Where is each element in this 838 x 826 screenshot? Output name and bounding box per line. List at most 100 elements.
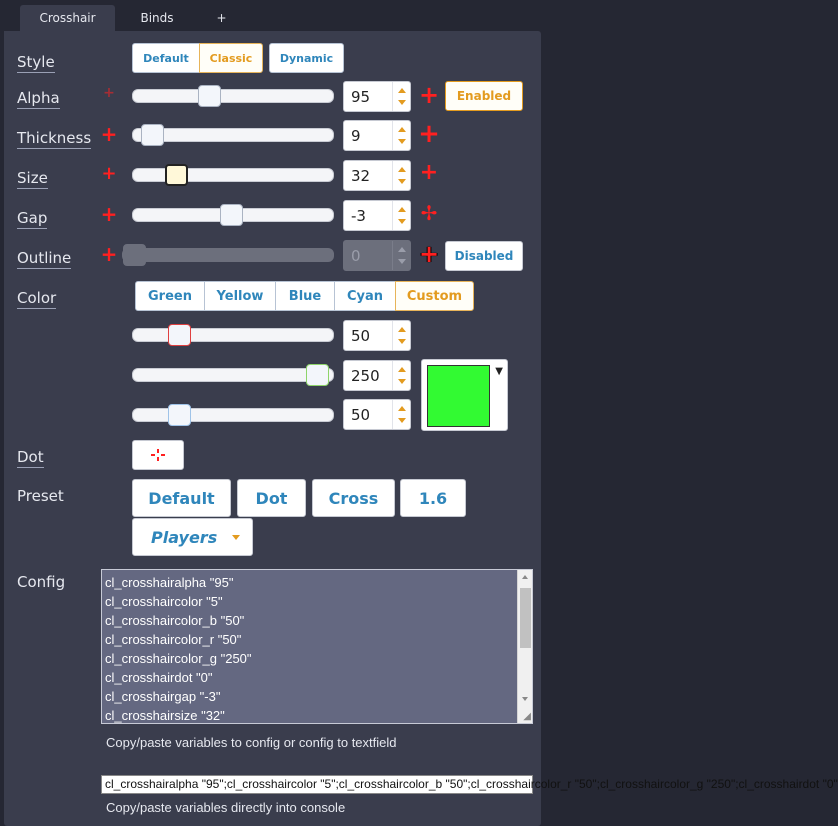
arrow-down-icon[interactable] bbox=[398, 139, 406, 144]
tab-bar: Crosshair Binds + bbox=[0, 0, 545, 31]
config-textarea[interactable]: cl_crosshairalpha "95" cl_crosshaircolor… bbox=[101, 569, 533, 724]
color-red-spinbox[interactable]: 50 bbox=[343, 320, 411, 351]
gap-value: -3 bbox=[351, 207, 366, 225]
arrow-up-icon[interactable] bbox=[398, 207, 406, 212]
outline-slider-knob bbox=[123, 244, 146, 266]
color-green-button[interactable]: Green bbox=[135, 281, 205, 311]
color-red-value: 50 bbox=[351, 327, 371, 345]
config-label: Config bbox=[17, 573, 66, 591]
outline-value: 0 bbox=[351, 247, 361, 265]
gap-slider-knob[interactable] bbox=[220, 204, 243, 226]
preset-dot-button[interactable]: Dot bbox=[237, 479, 306, 517]
gap-slider[interactable] bbox=[132, 204, 334, 226]
color-red-slider-knob[interactable] bbox=[168, 324, 191, 346]
style-default-button[interactable]: Default bbox=[132, 43, 200, 73]
outline-disabled-toggle[interactable]: Disabled bbox=[445, 241, 523, 271]
alpha-slider[interactable] bbox=[132, 85, 334, 107]
outline-label: Outline bbox=[17, 249, 72, 269]
color-blue-spinbox[interactable]: 50 bbox=[343, 399, 411, 430]
color-blue-slider-knob[interactable] bbox=[168, 404, 191, 426]
color-green-spinbox-arrows[interactable] bbox=[392, 361, 410, 390]
config-line: cl_crosshairsize "32" bbox=[105, 708, 225, 723]
arrow-up-icon[interactable] bbox=[398, 406, 406, 411]
crosshair-outline-preview-icon: + bbox=[418, 240, 440, 268]
outline-spinbox-arrows bbox=[392, 241, 410, 270]
size-spinbox[interactable]: 32 bbox=[343, 160, 411, 191]
arrow-down-icon[interactable] bbox=[398, 100, 406, 105]
color-green-slider-knob[interactable] bbox=[306, 364, 329, 386]
console-command-input[interactable]: cl_crosshairalpha "95";cl_crosshaircolor… bbox=[101, 775, 838, 794]
dot-label: Dot bbox=[17, 448, 44, 468]
scroll-down-icon[interactable] bbox=[522, 697, 528, 701]
color-blue-slider[interactable] bbox=[132, 404, 334, 426]
config-line: cl_crosshaircolor "5" bbox=[105, 594, 223, 609]
dot-toggle-button[interactable] bbox=[132, 440, 184, 470]
color-picker-button[interactable]: ▼ bbox=[421, 359, 508, 431]
caret-down-icon[interactable] bbox=[232, 535, 240, 540]
style-classic-button[interactable]: Classic bbox=[199, 43, 263, 73]
color-green-spinbox[interactable]: 250 bbox=[343, 360, 411, 391]
alpha-spinbox[interactable]: 95 bbox=[343, 81, 411, 112]
arrow-up-icon[interactable] bbox=[398, 88, 406, 93]
config-line: cl_crosshaircolor_r "50" bbox=[105, 632, 242, 647]
tab-add[interactable]: + bbox=[216, 11, 227, 25]
color-red-spinbox-arrows[interactable] bbox=[392, 321, 410, 350]
size-spinbox-arrows[interactable] bbox=[392, 161, 410, 190]
arrow-up-icon bbox=[398, 247, 406, 252]
arrow-down-icon[interactable] bbox=[398, 418, 406, 423]
arrow-up-icon[interactable] bbox=[398, 327, 406, 332]
arrow-up-icon[interactable] bbox=[398, 167, 406, 172]
crosshair-preview-small-icon: + bbox=[100, 242, 118, 266]
gap-label: Gap bbox=[17, 209, 48, 229]
config-scrollbar[interactable] bbox=[517, 570, 532, 723]
alpha-slider-knob[interactable] bbox=[198, 85, 221, 107]
thickness-value: 9 bbox=[351, 127, 361, 145]
alpha-enabled-toggle[interactable]: Enabled bbox=[445, 81, 523, 111]
crosshair-dot-preview-icon bbox=[151, 449, 165, 461]
thickness-label: Thickness bbox=[17, 129, 92, 149]
tab-binds[interactable]: Binds bbox=[140, 11, 174, 25]
config-line: cl_crosshairdot "0" bbox=[105, 670, 213, 685]
outline-slider bbox=[122, 244, 334, 266]
preset-default-button[interactable]: Default bbox=[132, 479, 231, 517]
color-blue-value: 50 bbox=[351, 406, 371, 424]
color-cyan-button[interactable]: Cyan bbox=[334, 281, 396, 311]
tab-crosshair[interactable]: Crosshair bbox=[20, 5, 115, 31]
color-green-slider[interactable] bbox=[132, 364, 334, 386]
preset-1-6-button[interactable]: 1.6 bbox=[400, 479, 466, 517]
color-blue-spinbox-arrows[interactable] bbox=[392, 400, 410, 429]
thickness-spinbox[interactable]: 9 bbox=[343, 120, 411, 151]
caret-down-icon[interactable]: ▼ bbox=[495, 366, 503, 377]
arrow-up-icon[interactable] bbox=[398, 367, 406, 372]
arrow-down-icon bbox=[398, 259, 406, 264]
gap-spinbox-arrows[interactable] bbox=[392, 201, 410, 230]
config-line: cl_crosshaircolor_g "250" bbox=[105, 651, 252, 666]
color-blue-button[interactable]: Blue bbox=[275, 281, 335, 311]
thickness-slider[interactable] bbox=[132, 124, 334, 146]
arrow-up-icon[interactable] bbox=[398, 127, 406, 132]
color-custom-button[interactable]: Custom bbox=[395, 281, 474, 311]
color-red-slider[interactable] bbox=[132, 324, 334, 346]
color-green-value: 250 bbox=[351, 367, 380, 385]
alpha-spinbox-arrows[interactable] bbox=[392, 82, 410, 111]
thickness-slider-knob[interactable] bbox=[141, 124, 164, 146]
size-slider-knob[interactable] bbox=[165, 164, 188, 186]
preset-players-dropdown[interactable]: Players bbox=[132, 518, 253, 556]
arrow-down-icon[interactable] bbox=[398, 379, 406, 384]
scroll-up-icon[interactable] bbox=[522, 575, 528, 579]
preset-cross-button[interactable]: Cross bbox=[312, 479, 395, 517]
crosshair-preview-small-icon: + bbox=[100, 122, 118, 146]
style-dynamic-button[interactable]: Dynamic bbox=[269, 43, 344, 73]
thickness-spinbox-arrows[interactable] bbox=[392, 121, 410, 150]
arrow-down-icon[interactable] bbox=[398, 219, 406, 224]
arrow-down-icon[interactable] bbox=[398, 339, 406, 344]
arrow-down-icon[interactable] bbox=[398, 179, 406, 184]
resize-grip-icon[interactable]: ◢ bbox=[523, 711, 531, 722]
color-yellow-button[interactable]: Yellow bbox=[204, 281, 276, 311]
gap-spinbox[interactable]: -3 bbox=[343, 200, 411, 231]
size-value: 32 bbox=[351, 167, 371, 185]
crosshair-preview-small-icon: + bbox=[101, 163, 117, 184]
config-line: cl_crosshairalpha "95" bbox=[105, 575, 234, 590]
scrollbar-thumb[interactable] bbox=[520, 588, 531, 648]
size-slider[interactable] bbox=[132, 164, 334, 186]
